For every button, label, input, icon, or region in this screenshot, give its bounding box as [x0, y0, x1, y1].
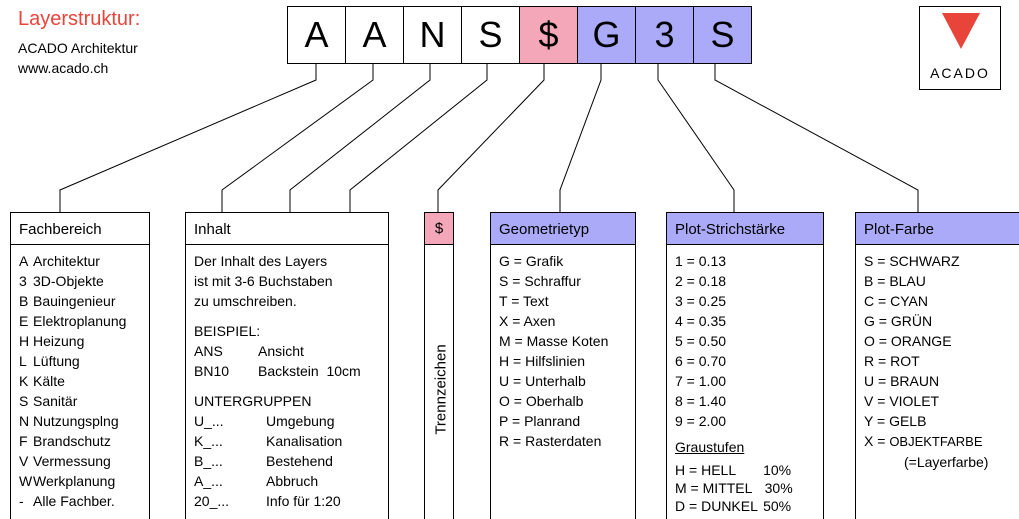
connector-lineweight: [657, 64, 735, 212]
list-item: 5 = 0.50: [675, 333, 727, 349]
list-item: T = Text: [499, 293, 549, 309]
code-cell-inhalt-3: S: [461, 6, 520, 64]
code-cell-inhalt-2: N: [403, 6, 462, 64]
inhalt-box: Inhalt Der Inhalt des Layers ist mit 3-6…: [185, 212, 389, 519]
list-item: 2 = 0.18: [675, 273, 727, 289]
list-item: 7 = 1.00: [675, 373, 727, 389]
connector-color: [714, 64, 919, 212]
graustufen-heading: Graustufen: [675, 439, 745, 455]
connector-geometry: [559, 64, 602, 212]
code-cell-geometry: G: [577, 6, 636, 64]
list-item: -Alle Fachber.: [19, 493, 115, 509]
list-item: 9 = 2.00: [675, 413, 727, 429]
inhalt-desc-line: Der Inhalt des Layers: [194, 253, 328, 269]
list-item: G = Grafik: [499, 253, 564, 269]
connector-separator: [437, 64, 545, 212]
list-item: A_...Abbruch: [194, 473, 319, 489]
untergruppen-heading: UNTERGRUPPEN: [194, 393, 312, 409]
list-item: O = ORANGE: [864, 333, 952, 349]
geometrietyp-box: Geometrietyp G = Grafik S = Schraffur T …: [490, 212, 636, 519]
list-item: B = BLAU: [864, 273, 926, 289]
plot-farbe-title: Plot-Farbe: [856, 213, 1019, 245]
list-item: Y = GELB: [864, 413, 927, 429]
geometrietyp-title: Geometrietyp: [491, 213, 635, 245]
inhalt-desc-line: zu umschreiben.: [194, 293, 297, 309]
list-item: P = Planrand: [499, 413, 581, 429]
list-item: C = CYAN: [864, 293, 928, 309]
logo-text: ACADO: [930, 65, 990, 81]
list-item: B_...Bestehend: [194, 453, 333, 469]
trennzeichen-symbol: $: [425, 213, 453, 245]
list-item: U_...Umgebung: [194, 413, 335, 429]
page-title: Layerstruktur:: [18, 8, 141, 30]
plot-strichstaerke-box: Plot-Strichstärke 1 = 0.13 2 = 0.18 3 = …: [666, 212, 824, 519]
acado-logo: ACADO: [919, 6, 1001, 90]
inhalt-desc-line: ist mit 3-6 Buchstaben: [194, 273, 333, 289]
list-item: K_...Kanalisation: [194, 433, 343, 449]
company-name: ACADO Architektur: [18, 40, 138, 56]
list-item: O = Oberhalb: [499, 393, 584, 409]
code-cell-lineweight: 3: [635, 6, 694, 64]
connector-inhalt-3: [349, 64, 488, 212]
list-item: X = Axen: [499, 313, 556, 329]
list-item: 3 = 0.25: [675, 293, 727, 309]
plot-farbe-note: (=Layerfarbe): [904, 454, 989, 470]
list-item: 6 = 0.70: [675, 353, 727, 369]
list-item: R = ROT: [864, 353, 920, 369]
list-item: X = OBJEKTFARBE: [864, 433, 983, 449]
list-item: 8 = 1.40: [675, 393, 727, 409]
list-item: 1 = 0.13: [675, 253, 727, 269]
trennzeichen-label: Trennzeichen: [432, 344, 450, 435]
list-item: U = Unterhalb: [499, 373, 586, 389]
logo-triangle-icon: [942, 13, 980, 49]
plot-strichstaerke-title: Plot-Strichstärke: [667, 213, 823, 245]
beispiel-heading: BEISPIEL:: [194, 323, 261, 339]
list-item: U = BRAUN: [864, 373, 940, 389]
list-item: S = SCHWARZ: [864, 253, 960, 269]
list-item: 4 = 0.35: [675, 313, 727, 329]
plot-farbe-box: Plot-Farbe S = SCHWARZ B = BLAU C = CYAN…: [855, 212, 1019, 519]
list-item: G = GRÜN: [864, 313, 933, 329]
list-item: S = Schraffur: [499, 273, 581, 289]
list-item: M = Masse Koten: [499, 333, 609, 349]
list-item: 20_...Info für 1:20: [194, 493, 341, 509]
list-item: H = Hilfslinien: [499, 353, 586, 369]
fachbereich-title: Fachbereich: [11, 213, 149, 245]
list-item: V = VIOLET: [864, 393, 940, 409]
connector-fach: [59, 64, 317, 212]
connector-inhalt-2: [289, 64, 431, 212]
code-cell-separator: $: [519, 6, 578, 64]
trennzeichen-box: $ Trennzeichen: [424, 212, 454, 519]
connector-inhalt-1: [221, 64, 374, 212]
list-item: R = Rasterdaten: [499, 433, 602, 449]
layer-code-row: A A N S $ G 3 S: [287, 6, 752, 64]
company-website: www.acado.ch: [18, 60, 109, 76]
inhalt-title: Inhalt: [186, 213, 388, 245]
list-item: WWerkplanung: [19, 473, 116, 489]
code-cell-color: S: [693, 6, 752, 64]
